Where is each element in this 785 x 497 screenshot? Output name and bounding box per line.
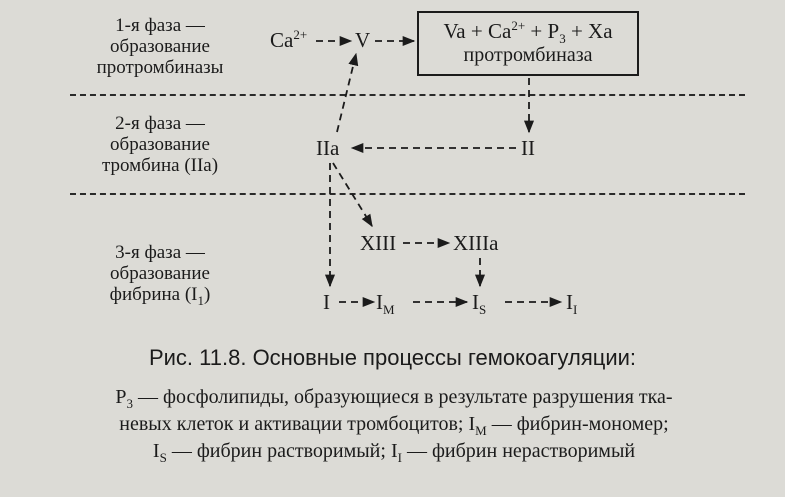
phase-2-line3: тромбина (IIa): [101, 155, 219, 176]
phase-1-line2: образование: [110, 36, 210, 57]
phase-3-title: 3-я фаза —: [115, 242, 205, 263]
phase-2-title: 2-я фаза —: [115, 113, 205, 134]
phase-divider-2: [70, 193, 745, 195]
phase-divider-1: [70, 94, 745, 96]
node-i: I: [323, 290, 330, 314]
node-v: V: [355, 28, 371, 52]
node-xiiia: XIIIa: [453, 231, 499, 255]
phase-1-line3: протромбиназы: [96, 57, 224, 78]
node-ii: II: [521, 136, 535, 160]
prothrombinase-name: протромбиназа: [463, 44, 593, 66]
prothrombinase-formula: Va + Ca2+ + P3 + Xa: [443, 18, 613, 47]
figure-legend: P3 — фосфолипиды, образующиеся в результ…: [14, 384, 774, 465]
phase-3-label: 3-я фаза — образование фибрина (I1): [60, 242, 260, 308]
node-xiii: XIII: [360, 231, 397, 255]
node-is: IS: [472, 290, 487, 318]
arrow-iia-to-v: [336, 52, 359, 133]
arrow-iia-to-xiii: [332, 162, 373, 228]
node-ii-final: II: [566, 290, 578, 318]
node-im: IM: [376, 290, 395, 318]
diagram-arrows: [316, 35, 563, 308]
legend-line-3: IS — фибрин растворимый; II — фибрин нер…: [152, 440, 636, 465]
legend-line-1: P3 — фосфолипиды, образующиеся в результ…: [115, 386, 673, 411]
phase-3-line2: образование: [110, 263, 210, 284]
phase-1-label: 1-я фаза — образование протромбиназы: [60, 15, 260, 78]
phase-2-line2: образование: [110, 134, 210, 155]
phase-1-title: 1-я фаза —: [115, 15, 205, 36]
phase-2-label: 2-я фаза — образование тромбина (IIa): [60, 113, 260, 176]
node-ca: Ca2+: [270, 27, 308, 52]
legend-line-2: невых клеток и активации тромбоцитов; IM…: [119, 413, 669, 438]
figure-caption: Рис. 11.8. Основные процессы гемокоагуля…: [148, 345, 637, 370]
node-iia: IIa: [316, 136, 340, 160]
phase-3-line3: фибрина (I1): [109, 284, 211, 308]
prothrombinase-box: Va + Ca2+ + P3 + Xa протромбиназа: [417, 11, 639, 76]
